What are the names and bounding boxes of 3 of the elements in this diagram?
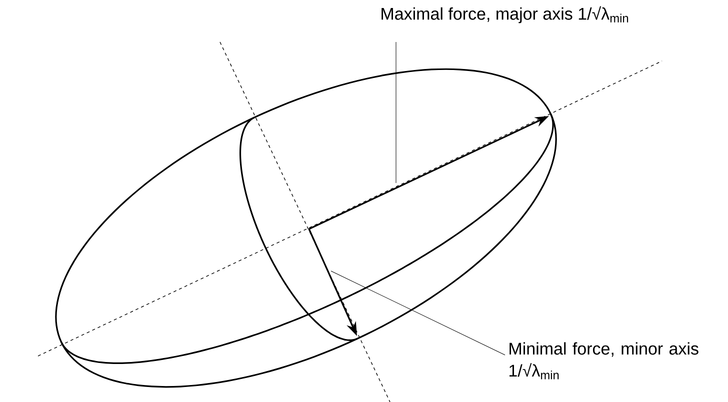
label-text: Minimal force, minor axis 1/√λ$_{min}$ — [510, 342, 698, 380]
leader-line — [330, 270, 506, 356]
label-text: Maximal force, major axis 1/√λ$_{min}$ — [382, 6, 628, 24]
